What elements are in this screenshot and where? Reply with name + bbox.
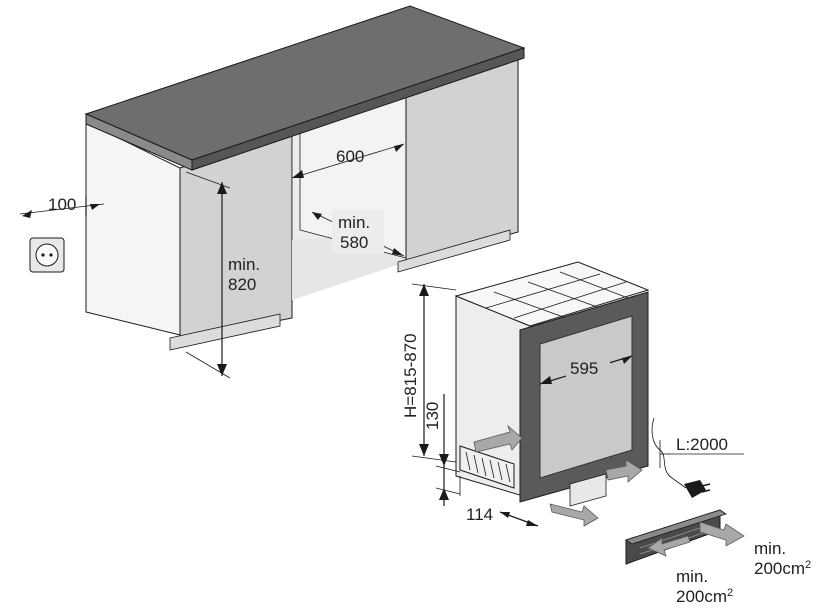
door-glass (539, 315, 633, 479)
niche-height-label-1: min. (228, 255, 260, 274)
ventilation-plinth (625, 509, 727, 565)
niche-depth-label-1: min. (338, 213, 370, 232)
airflow-arrow-icon (473, 424, 643, 527)
plinth-grille-top (625, 509, 727, 545)
vent-front-label: min. 200cm2 (754, 539, 811, 578)
wall-socket-icon (29, 237, 65, 273)
niche-width-dimension: 600 (291, 143, 405, 179)
lower-intake-arrow (549, 503, 599, 527)
plinth-height-dimension: 130 (423, 394, 461, 506)
cable-length-label: L:2000 (676, 435, 728, 454)
appliance-width-label: 595 (570, 359, 598, 378)
niche-width-label: 600 (336, 147, 364, 166)
vent-front-label-1: min. (754, 539, 786, 558)
countertop-left-edge (85, 113, 193, 171)
plinth-depth-label: 114 (466, 505, 493, 524)
left-plinth (169, 313, 281, 351)
vent-rear-label-1: min. (676, 567, 708, 586)
socket-offset-label: 100 (48, 195, 76, 214)
power-plug-icon (684, 480, 711, 498)
right-plinth (397, 229, 511, 273)
appliance-width-dimension: 595 (539, 355, 633, 385)
plinth-height-label: 130 (423, 402, 442, 430)
appliance-height-label: H=815-870 (401, 333, 420, 418)
cable-length-dimension: L:2000 (668, 435, 744, 455)
vent-rear-label-2: 200cm2 (676, 587, 733, 606)
niche-height-label-2: 820 (228, 275, 256, 294)
intake-arrow (473, 424, 523, 453)
appliance-height-dimension: H=815-870 (401, 283, 457, 463)
exhaust-arrow (605, 459, 643, 483)
vent-rear-label: min. 200cm2 (676, 567, 733, 606)
vent-front-label-2: 200cm2 (754, 559, 811, 578)
niche-depth-dimension: min. 580 (311, 210, 405, 257)
plinth-depth-dimension: 114 (459, 476, 539, 527)
kitchen-cabinet (84, 5, 526, 351)
niche-height-dimension: min. 820 (185, 171, 270, 379)
base-vent-grille (459, 445, 515, 489)
socket-offset-dimension: 100 (19, 195, 105, 218)
vent-airflow-arrows (647, 521, 745, 557)
appliance-top (454, 261, 650, 327)
niche-depth-label-2: 580 (340, 233, 368, 252)
base-block (569, 473, 607, 507)
